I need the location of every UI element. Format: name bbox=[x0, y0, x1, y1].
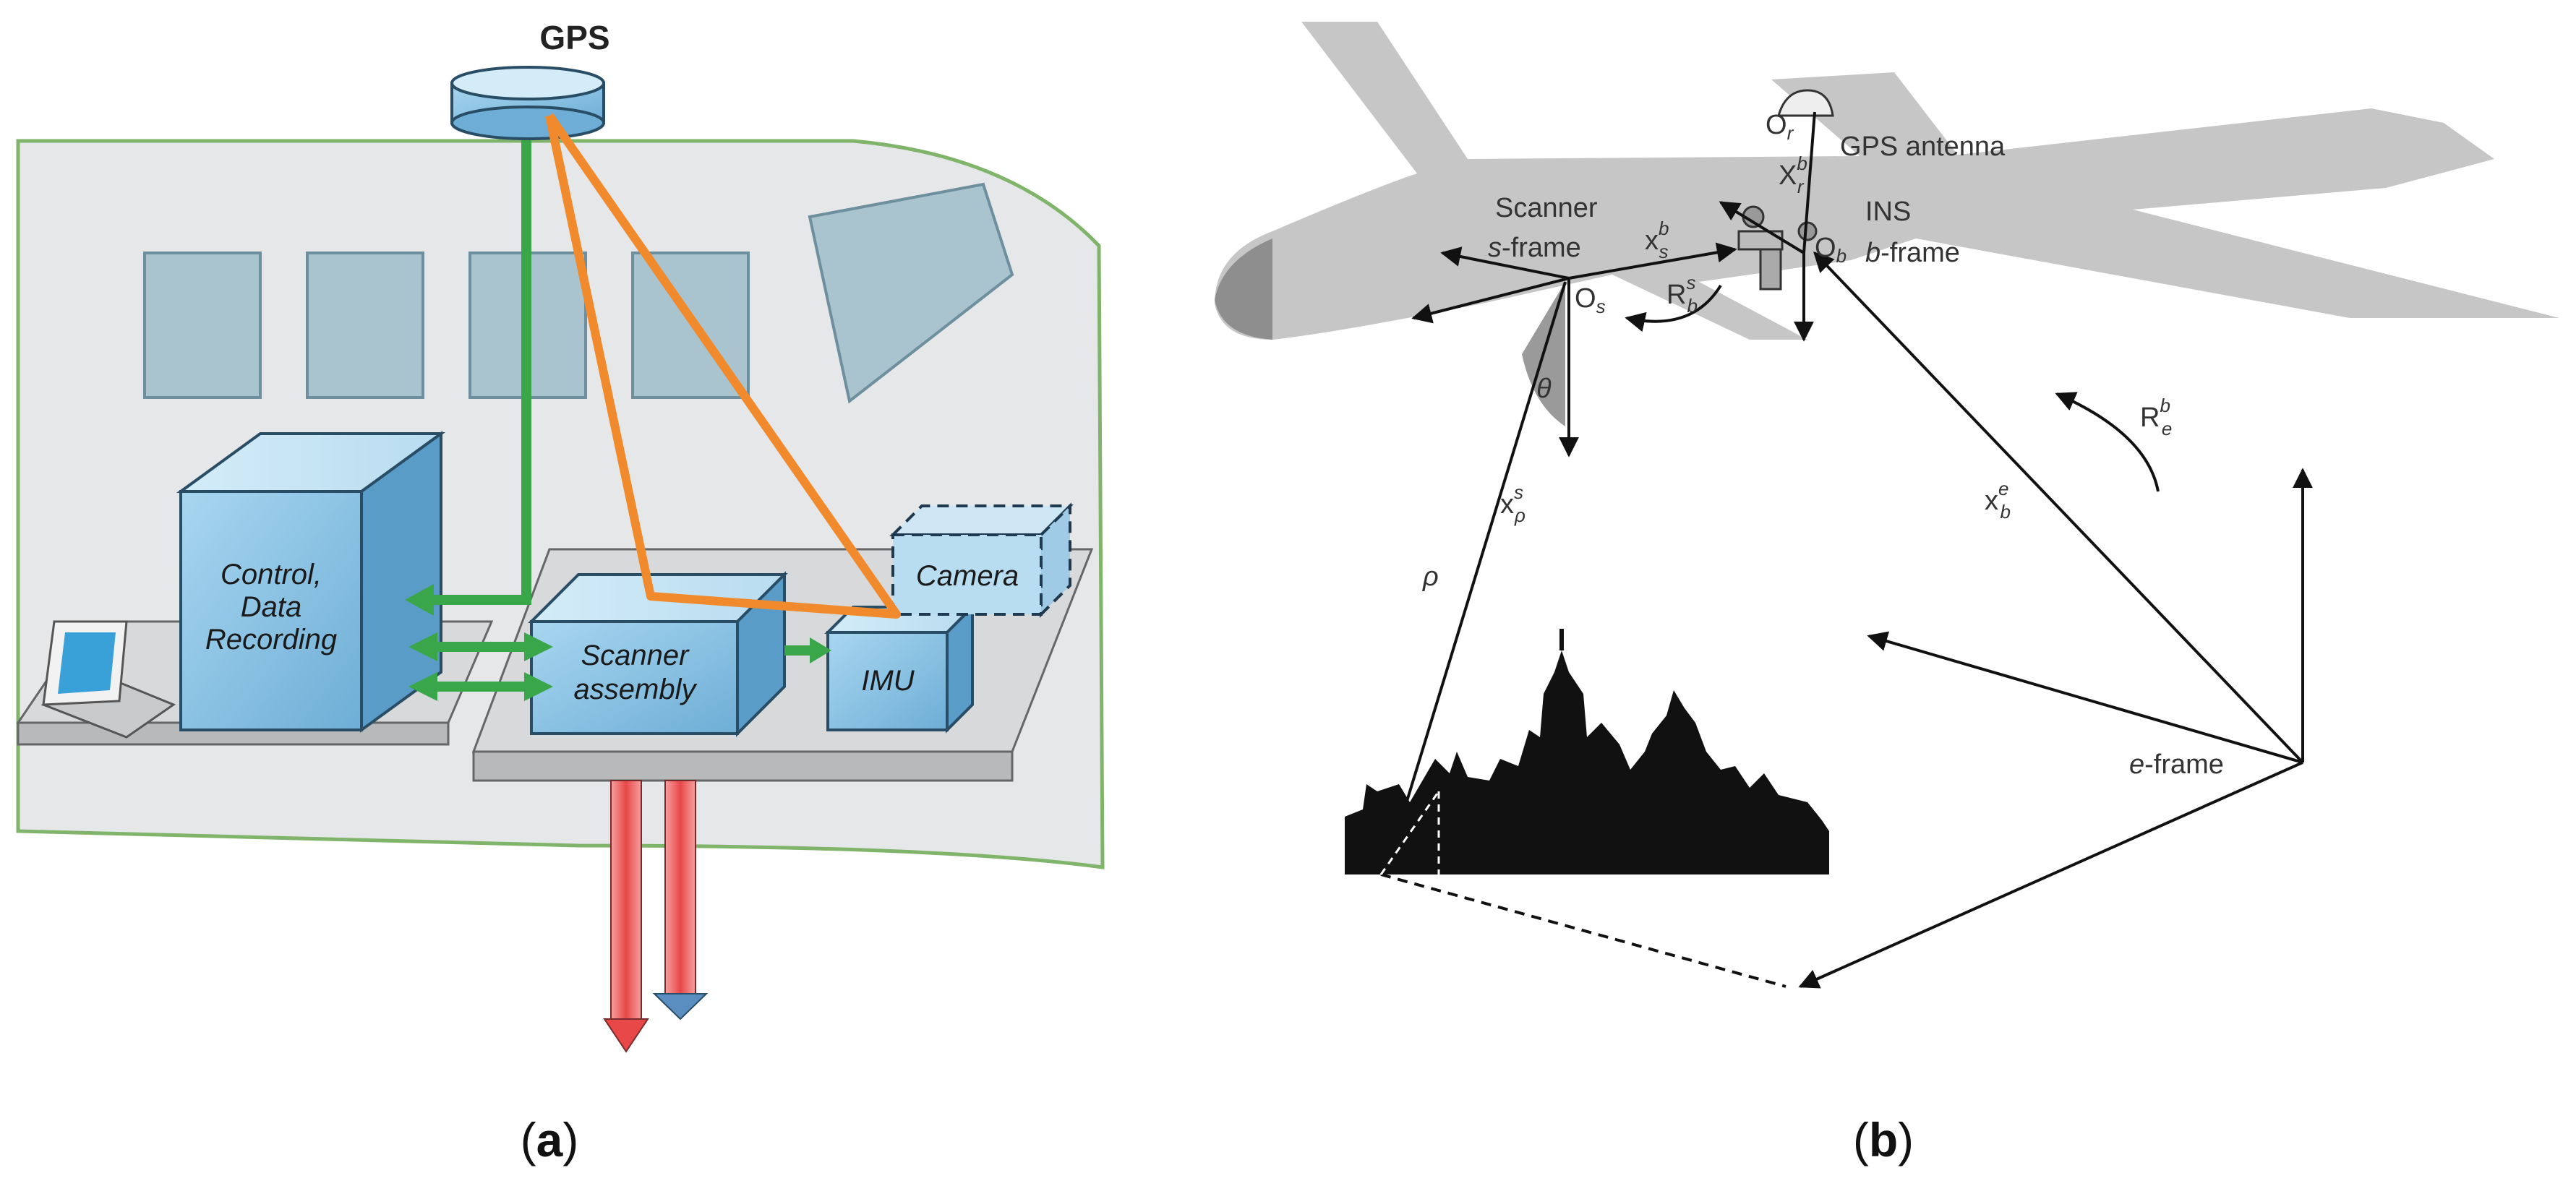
aircraft-silhouette bbox=[1215, 22, 2559, 340]
scanner-frame-axes bbox=[1411, 242, 1737, 457]
caption-a-close: ) bbox=[562, 1113, 578, 1166]
data-link-arrows bbox=[408, 632, 831, 701]
caption-a-letter: a bbox=[536, 1113, 564, 1166]
window bbox=[306, 252, 424, 399]
camera-box: Camera bbox=[889, 502, 1074, 618]
scanner-label-line1: Scanner bbox=[581, 640, 690, 671]
camera-label: Camera bbox=[916, 560, 1019, 592]
control-label-line2: Data bbox=[241, 591, 302, 623]
svg-text:(b): (b) bbox=[1853, 1113, 1914, 1166]
label-b-frame: b-frame bbox=[1865, 238, 1960, 268]
label-ins: INS bbox=[1865, 197, 1911, 227]
control-label-line1: Control, bbox=[221, 559, 322, 590]
label-o-b: Ob bbox=[1815, 233, 1847, 267]
laser-beams bbox=[603, 780, 709, 1053]
gps-label: GPS bbox=[539, 19, 609, 56]
window bbox=[143, 252, 262, 399]
ins-frame-axes bbox=[1719, 111, 1816, 342]
scanner-assembly-box: Scanner assembly bbox=[528, 571, 788, 737]
label-theta: θ bbox=[1536, 374, 1552, 404]
scanner-label-line2: assembly bbox=[574, 674, 698, 705]
label-o-r: Or bbox=[1766, 110, 1794, 144]
imu-label: IMU bbox=[861, 665, 915, 697]
caption-b-letter: b bbox=[1869, 1113, 1898, 1166]
caption-b-close: ) bbox=[1898, 1113, 1914, 1166]
svg-text:(a): (a) bbox=[521, 1113, 579, 1166]
control-data-recording-box: Control, Data Recording bbox=[176, 431, 446, 733]
lever-arm-triangle bbox=[545, 113, 901, 619]
label-rho: ρ bbox=[1422, 562, 1439, 592]
label-s-frame: s-frame bbox=[1488, 233, 1581, 263]
label-gps-antenna: GPS antenna bbox=[1840, 132, 2006, 162]
building-silhouette bbox=[1345, 629, 1829, 875]
control-label-line3: Recording bbox=[205, 624, 337, 656]
panel-a: Control, Data Recording Scanner assembly… bbox=[16, 19, 1105, 1166]
gps-data-link bbox=[405, 123, 531, 616]
label-o-s: Os bbox=[1575, 283, 1606, 317]
imu-box: IMU bbox=[824, 603, 976, 734]
caption-b-open: ( bbox=[1853, 1113, 1869, 1166]
label-scanner: Scanner bbox=[1495, 193, 1598, 223]
gps-antenna-dome bbox=[1777, 89, 1834, 117]
cockpit-window bbox=[808, 182, 1014, 404]
georeferencing-vectors bbox=[1379, 251, 2313, 989]
gps-antenna-icon bbox=[450, 66, 605, 140]
laptop-icon bbox=[40, 620, 176, 739]
label-e-frame: e-frame bbox=[2129, 749, 2224, 780]
aircraft-nose bbox=[1215, 238, 1272, 340]
caption-a-open: ( bbox=[521, 1113, 536, 1166]
